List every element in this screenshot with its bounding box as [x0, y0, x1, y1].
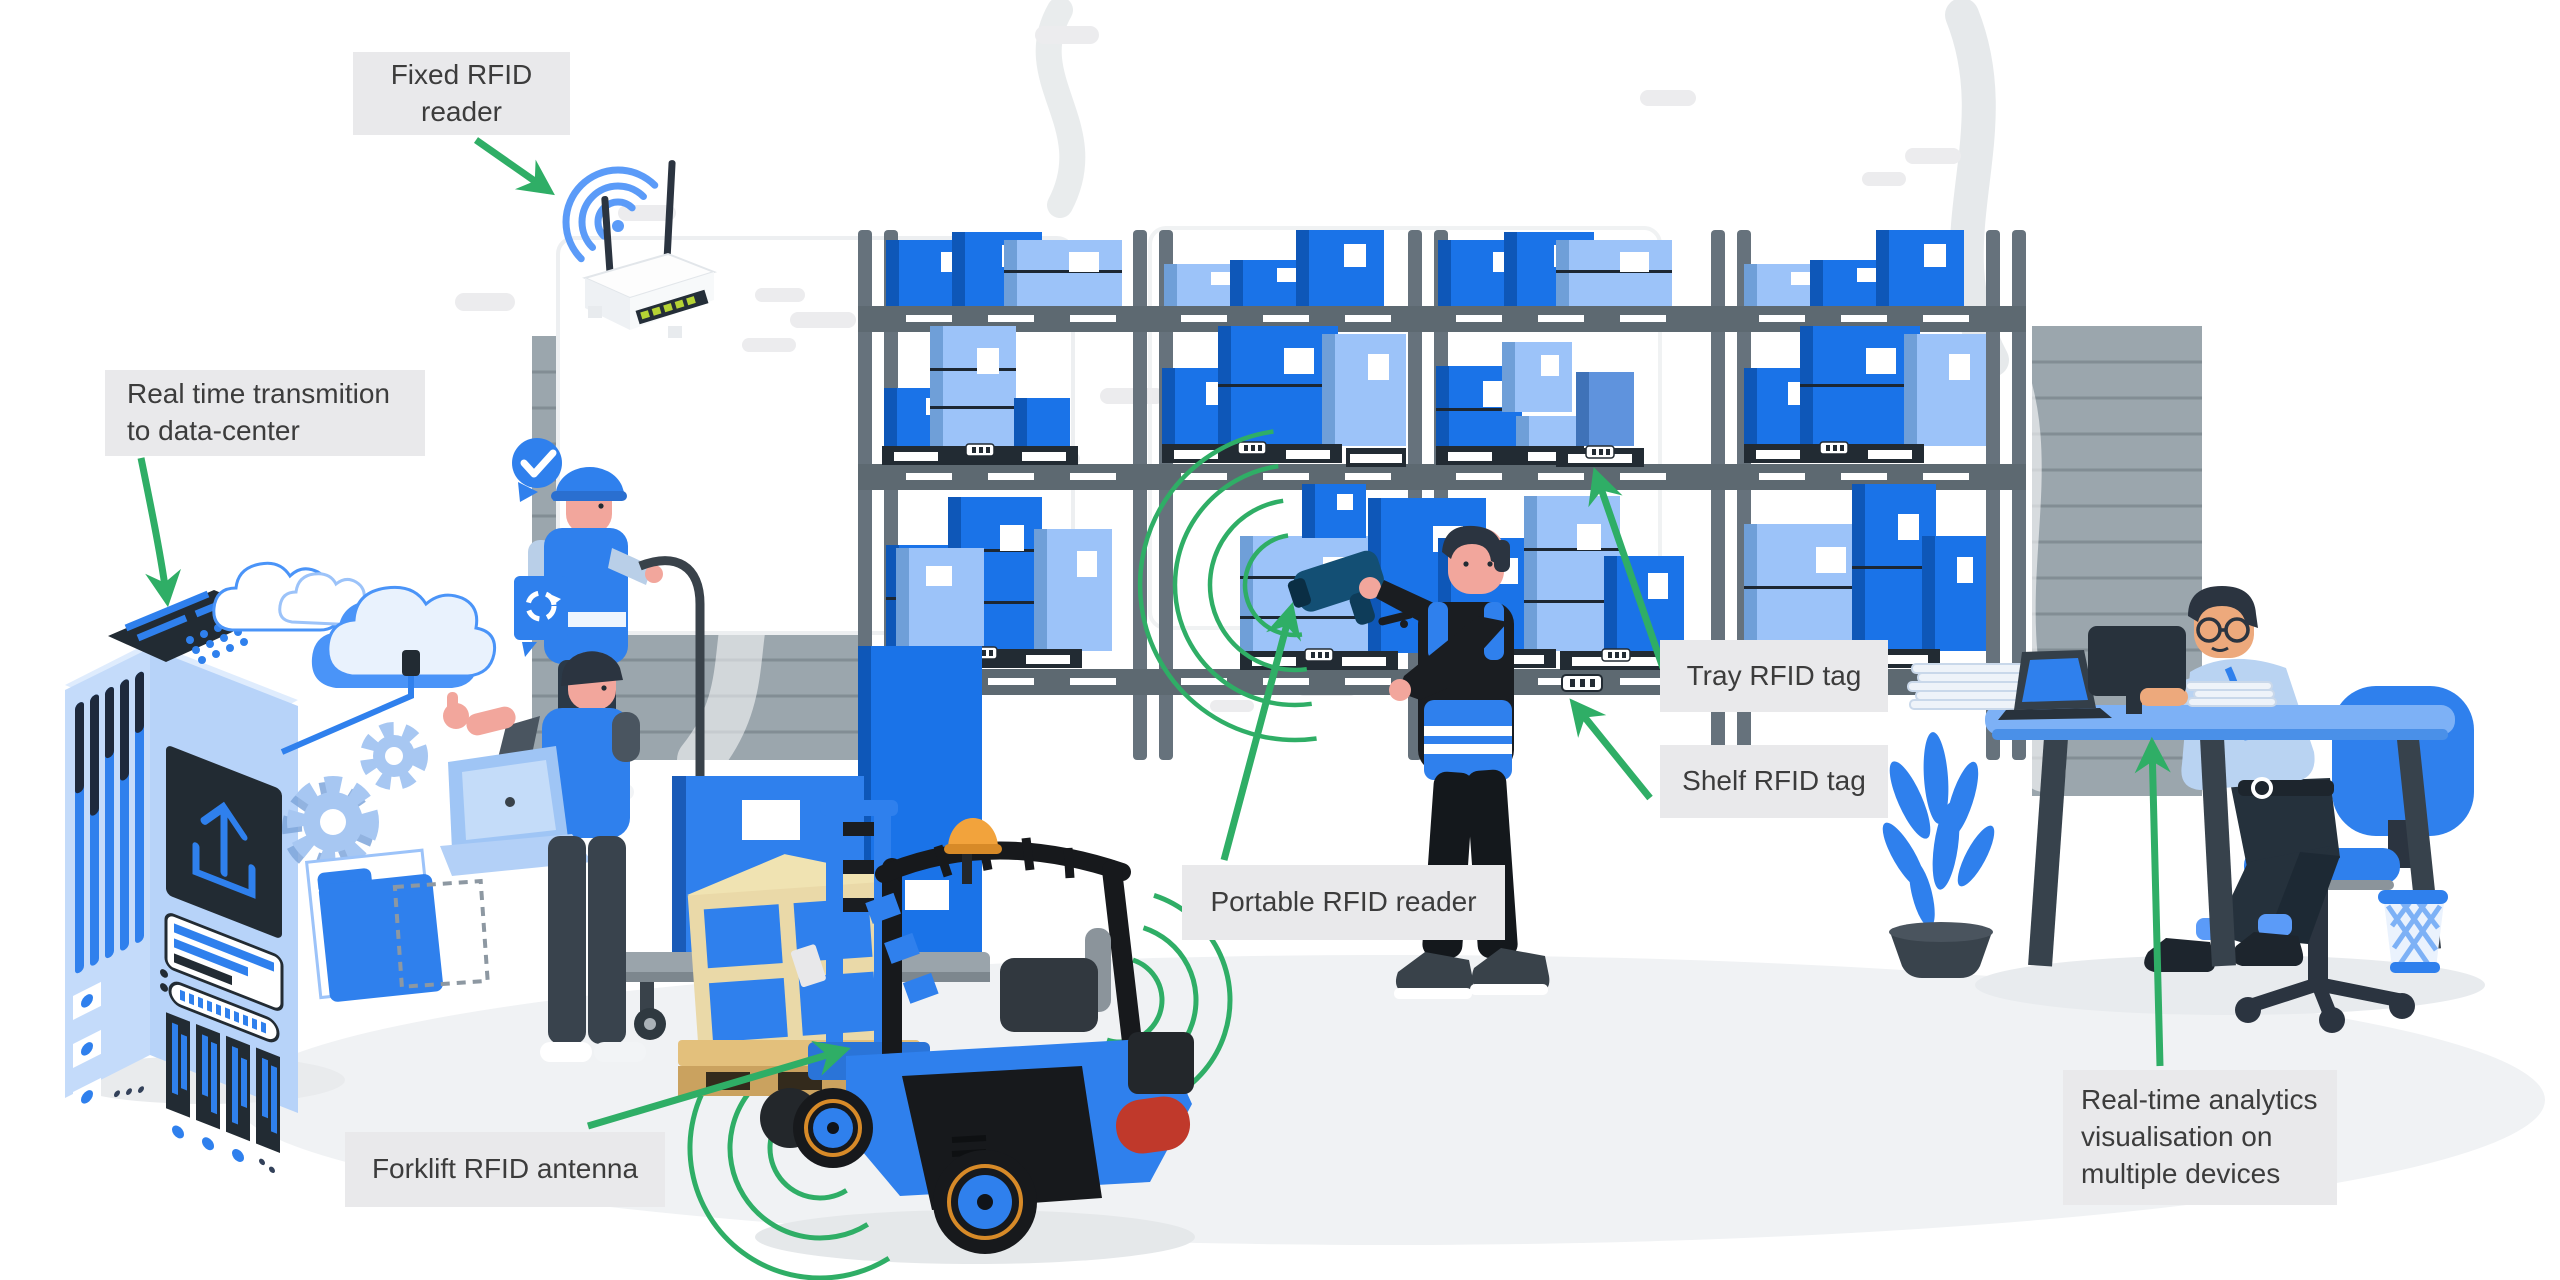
- rfid-tagged-box: [1322, 334, 1406, 446]
- tray-rfid-tag: [1237, 441, 1267, 455]
- pallet: [1744, 441, 1924, 463]
- plug: [402, 650, 420, 676]
- label-shelf-rfid-tag: Shelf RFID tag: [1660, 745, 1888, 818]
- upload-cloud-group: [212, 561, 497, 755]
- label-realtime-transmission: Real time transmition to data-center: [105, 370, 425, 456]
- rfid-tagged-box: [1164, 264, 1250, 306]
- rfid-tagged-box: [1516, 416, 1578, 448]
- tray-rfid-tag: [1585, 445, 1615, 459]
- rfid-tagged-box: [1904, 334, 1986, 446]
- data-center-server: [65, 590, 345, 1174]
- label-fixed-rfid-reader: Fixed RFID reader: [353, 52, 570, 135]
- arrow-shelf-tag: [1569, 698, 1653, 801]
- box-with-sync-icon: [514, 576, 568, 640]
- rfid-tagged-box: [1876, 230, 1964, 306]
- annotation-arrows: [137, 137, 2171, 1130]
- warning-beacon: [944, 818, 1002, 884]
- server-left-slots: [73, 671, 144, 1116]
- desk-laptop: [1998, 650, 2112, 720]
- trash-basket-icon: [2378, 890, 2448, 973]
- file-folder-icon: [304, 848, 490, 1002]
- rfid-tagged-box: [1524, 496, 1620, 651]
- rfid-tagged-box: [1034, 529, 1112, 651]
- rfid-tagged-box: [1218, 326, 1338, 446]
- pallet: [882, 443, 1078, 465]
- arrow-forklift-antenna: [587, 1040, 851, 1130]
- arrow-portable-reader: [1220, 602, 1302, 861]
- forklift-wheels: [760, 1088, 1037, 1254]
- rfid-tagged-box: [1004, 240, 1122, 306]
- desk-monitor: [2088, 626, 2186, 714]
- upload-icon: [192, 801, 256, 899]
- forklift-with-rfid-antenna: [678, 800, 1233, 1280]
- arrow-tray-tag: [1588, 467, 1667, 670]
- antenna: [663, 160, 676, 264]
- arrow-analytics: [2134, 736, 2171, 1067]
- server-front-details: [160, 746, 284, 1174]
- antenna: [601, 196, 614, 278]
- tray-rfid-tag: [1601, 648, 1631, 662]
- check-badge-icon: [512, 438, 562, 488]
- pallet: [1162, 441, 1342, 463]
- potted-plant: [1882, 732, 1995, 978]
- cloud-cable: [280, 676, 414, 755]
- shelf-rfid-tag: [1561, 674, 1603, 692]
- rfid-tagged-box: [1576, 372, 1634, 446]
- label-tray-rfid-tag: Tray RFID tag: [1660, 640, 1888, 712]
- rfid-tagged-box: [1556, 240, 1672, 306]
- rfid-tagged-box: [1302, 484, 1366, 538]
- worker-with-laptop: [440, 651, 646, 1062]
- tray-rfid-tag: [1304, 648, 1334, 662]
- paper-stack: [1907, 663, 2277, 710]
- pallet: [1346, 448, 1406, 467]
- office-desk: [1985, 705, 2455, 967]
- warehouse-rack: [858, 230, 2026, 760]
- pallet: [1560, 648, 1672, 670]
- pallet: [1240, 648, 1398, 670]
- label-forklift-rfid-antenna: Forklift RFID antenna: [345, 1132, 665, 1207]
- mast-stripes: [865, 892, 939, 1004]
- tray-rfid-tag: [1819, 441, 1849, 455]
- arrow-realtime-transmission: [137, 457, 182, 608]
- gears-icon: [282, 722, 428, 874]
- rfid-tagged-box: [1296, 230, 1384, 306]
- fixed-rfid-reader-router: [562, 160, 718, 338]
- arrow-fixed-reader: [473, 137, 555, 196]
- rfid-signal-arcs: [1137, 429, 1317, 743]
- crate-tag: [790, 944, 826, 988]
- rfid-tagged-box: [1502, 342, 1572, 412]
- portable-rfid-scanner: [1287, 550, 1384, 625]
- thumbs-up-hand: [443, 692, 516, 736]
- rfid-tagged-box: [930, 326, 1016, 446]
- gas-cylinder: [1115, 1096, 1191, 1154]
- desk-scene: [1882, 586, 2485, 1033]
- rfid-tagged-box: [1800, 326, 1920, 446]
- pallet: [1556, 445, 1644, 467]
- label-portable-rfid-reader: Portable RFID reader: [1182, 865, 1505, 940]
- rfid-tagged-box: [1922, 536, 1986, 651]
- tray-rfid-tag: [965, 443, 995, 457]
- pallet: [1436, 446, 1584, 465]
- upload-cloud-icon: [311, 585, 497, 688]
- label-realtime-analytics: Real-time analytics visualisation on mul…: [2063, 1070, 2337, 1205]
- rfid-tagged-box: [1014, 398, 1070, 446]
